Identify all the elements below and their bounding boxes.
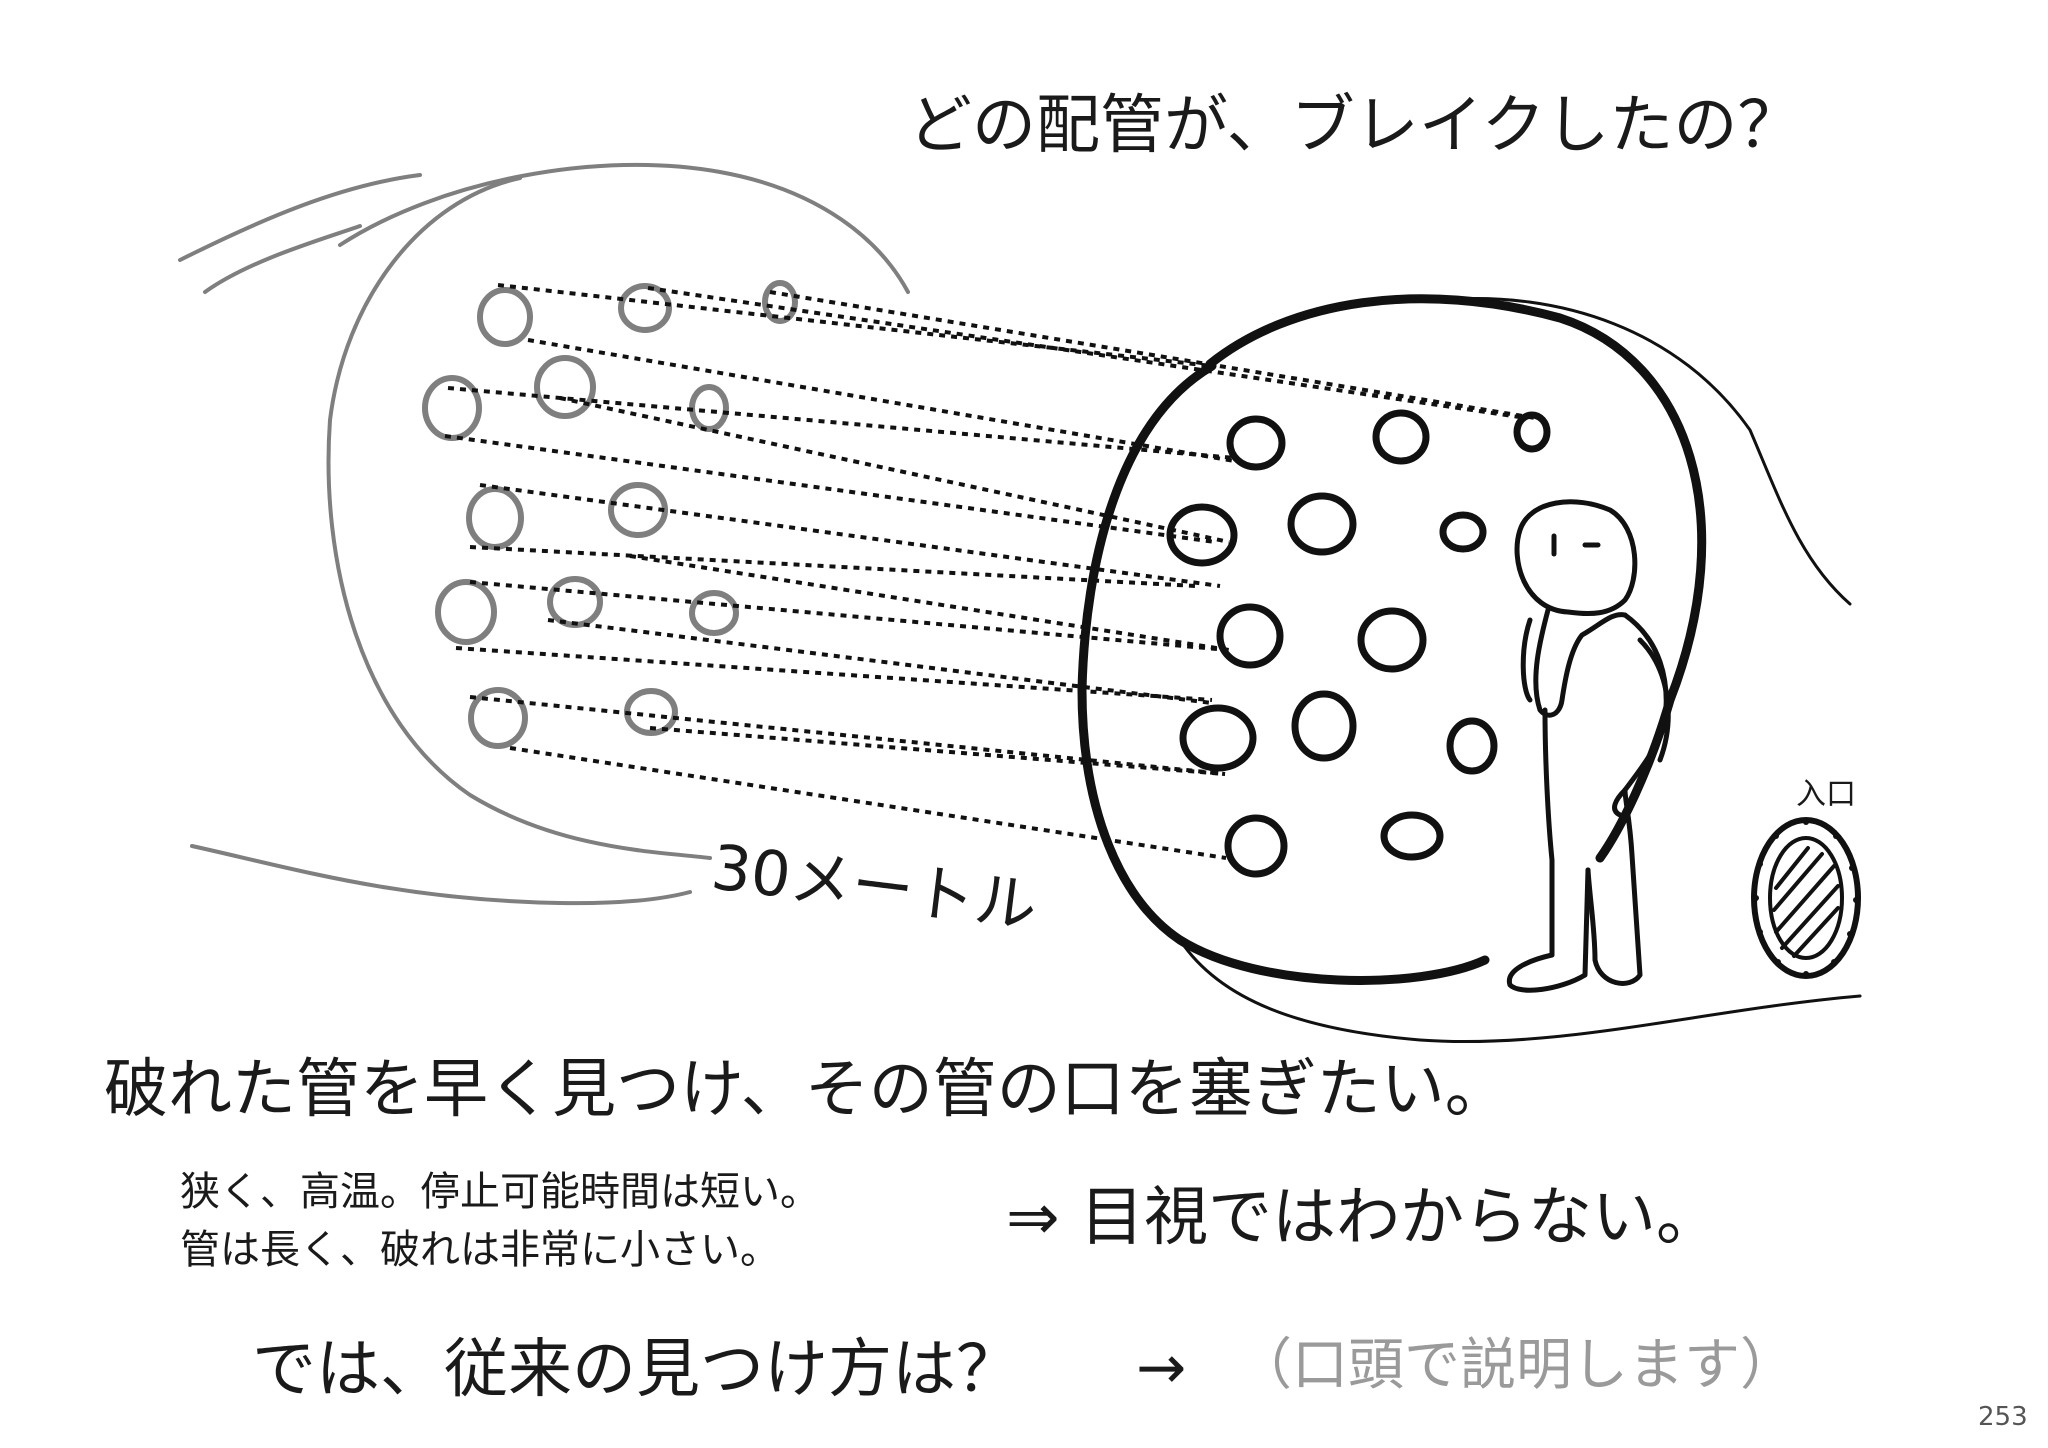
conclusion-statement: ⇒ 目視ではわからない。 bbox=[1006, 1181, 1720, 1255]
far-pipe-ends bbox=[422, 280, 798, 749]
person-thinking-icon bbox=[1506, 499, 1671, 993]
verbal-explanation-note: （口頭で説明します） bbox=[1236, 1333, 1796, 1398]
manhole-door-icon bbox=[1751, 817, 1861, 979]
page-number: 253 bbox=[1978, 1402, 2028, 1432]
constraint-line-2: 管は長く、破れは非常に小さい。 bbox=[180, 1227, 780, 1273]
slide-title: どの配管が、ブレイクしたの？ bbox=[908, 89, 1802, 163]
entrance-label: 入口 bbox=[1796, 777, 1856, 812]
question-text: では、従来の見つけ方は？ bbox=[252, 1333, 1020, 1407]
right-arrow-icon: → bbox=[1136, 1333, 1187, 1403]
pipe-dotted-lines bbox=[444, 283, 1536, 860]
far-vessel-outline bbox=[178, 162, 910, 906]
near-pipe-ends bbox=[1166, 409, 1551, 878]
near-vessel-outline bbox=[1077, 294, 1862, 1044]
main-goal-statement: 破れた管を早く見つけ、その管の口を塞ぎたい。 bbox=[104, 1053, 1509, 1127]
constraint-line-1: 狭く、高温。停止可能時間は短い。 bbox=[180, 1169, 820, 1215]
